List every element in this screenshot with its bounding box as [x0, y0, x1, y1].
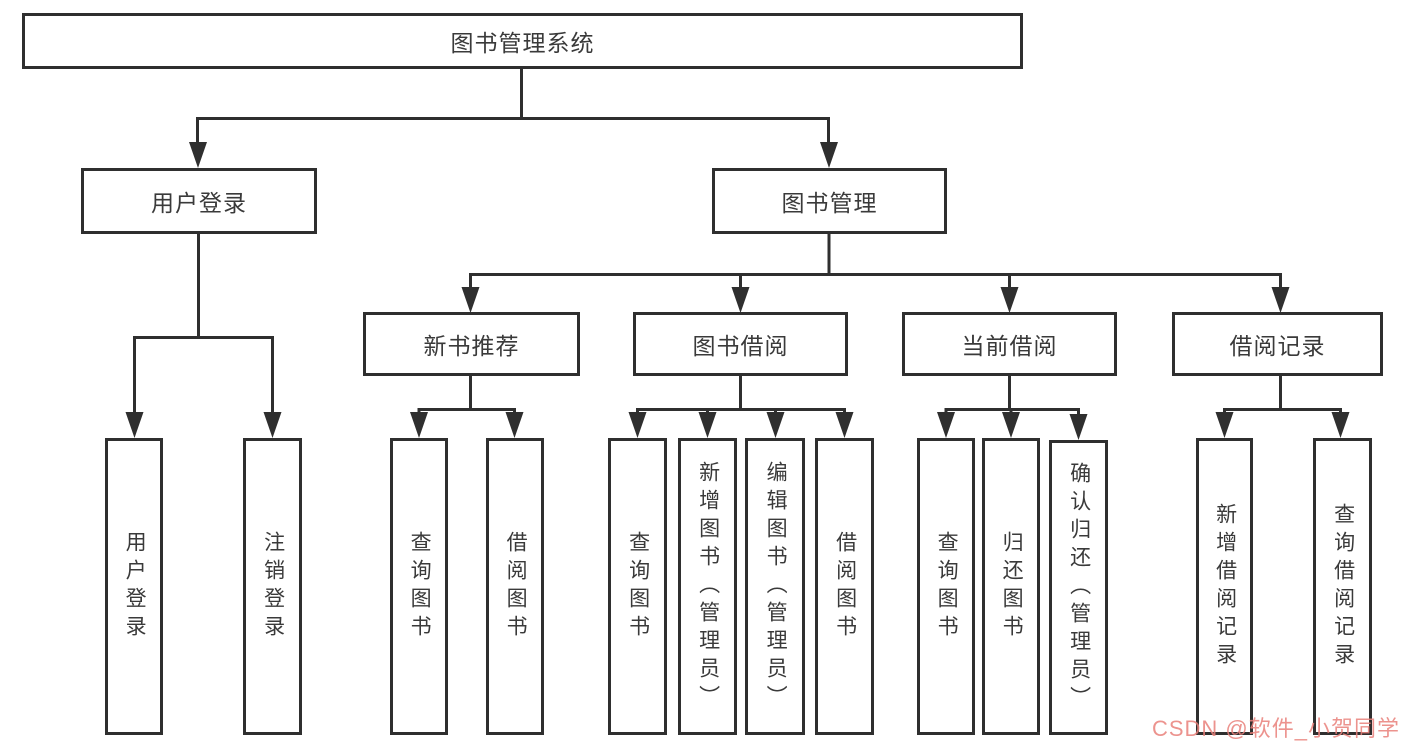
leaf-query-borrow-record: 查询借阅记录: [1313, 438, 1372, 735]
leaf-return-books: 归还图书: [982, 438, 1040, 735]
leaf-user-login: 用户登录: [105, 438, 163, 735]
leaf-query-books-borrow: 查询图书: [608, 438, 667, 735]
arrowheads: [125, 142, 1350, 440]
node-library-management-system: 图书管理系统: [22, 13, 1023, 69]
leaf-query-books-recommend: 查询图书: [390, 438, 448, 735]
watermark: CSDN @软件_小贺同学: [1151, 716, 1400, 741]
leaf-confirm-return-admin: 确认归还（管理员）: [1049, 440, 1108, 735]
leaf-add-borrow-record: 新增借阅记录: [1196, 438, 1253, 735]
leaf-edit-book-admin: 编辑图书（管理员）: [745, 438, 805, 735]
node-new-book-recommendation: 新书推荐: [363, 312, 580, 376]
node-user-login: 用户登录: [81, 168, 317, 234]
node-book-management: 图书管理: [712, 168, 947, 234]
leaf-add-book-admin: 新增图书（管理员）: [678, 438, 737, 735]
node-book-borrowing: 图书借阅: [633, 312, 848, 376]
node-borrowing-records: 借阅记录: [1172, 312, 1383, 376]
leaf-borrow-books: 借阅图书: [815, 438, 874, 735]
leaf-borrow-books-recommend: 借阅图书: [486, 438, 544, 735]
leaf-logout: 注销登录: [243, 438, 302, 735]
node-current-borrowing: 当前借阅: [902, 312, 1117, 376]
leaf-query-books-current: 查询图书: [917, 438, 975, 735]
